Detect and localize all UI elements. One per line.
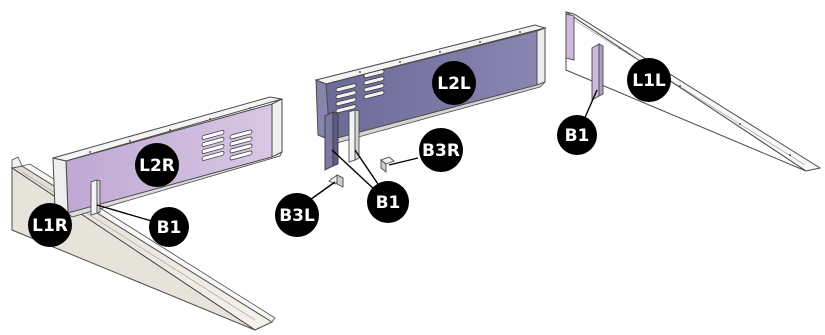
callout-b1-right: B1 <box>557 115 597 155</box>
leader-b1-right <box>582 89 598 123</box>
svg-text:L1R: L1R <box>32 216 68 236</box>
svg-text:B3L: B3L <box>279 206 315 226</box>
callout-l2r: L2R <box>135 143 179 187</box>
svg-text:L2R: L2R <box>139 156 175 176</box>
svg-text:L2L: L2L <box>437 74 471 94</box>
leader-b1-center-b <box>354 149 383 191</box>
callout-l1r: L1R <box>28 203 72 247</box>
part-b1-right <box>591 43 604 101</box>
callout-l1l: L1L <box>627 58 671 102</box>
part-b1-left <box>90 179 101 216</box>
callout-b1-left: B1 <box>149 207 189 247</box>
leader-b1-center-a <box>331 149 376 191</box>
part-l2l <box>314 24 547 145</box>
leader-b1-left <box>96 204 156 223</box>
part-b1-center-a <box>324 111 339 171</box>
part-l1l <box>565 11 822 172</box>
callout-l2l: L2L <box>432 61 476 105</box>
callout-b3l: B3L <box>275 193 319 237</box>
svg-text:B1: B1 <box>565 126 590 146</box>
svg-text:B1: B1 <box>376 193 401 213</box>
svg-text:L1L: L1L <box>632 71 666 91</box>
part-b3r <box>380 156 395 173</box>
leader-b3r <box>388 157 419 166</box>
callout-b3r: B3R <box>419 128 463 172</box>
callout-b1-center: B1 <box>367 181 409 223</box>
part-b1-center-b <box>348 109 360 163</box>
svg-text:B1: B1 <box>157 218 182 238</box>
svg-text:B3R: B3R <box>422 141 460 161</box>
